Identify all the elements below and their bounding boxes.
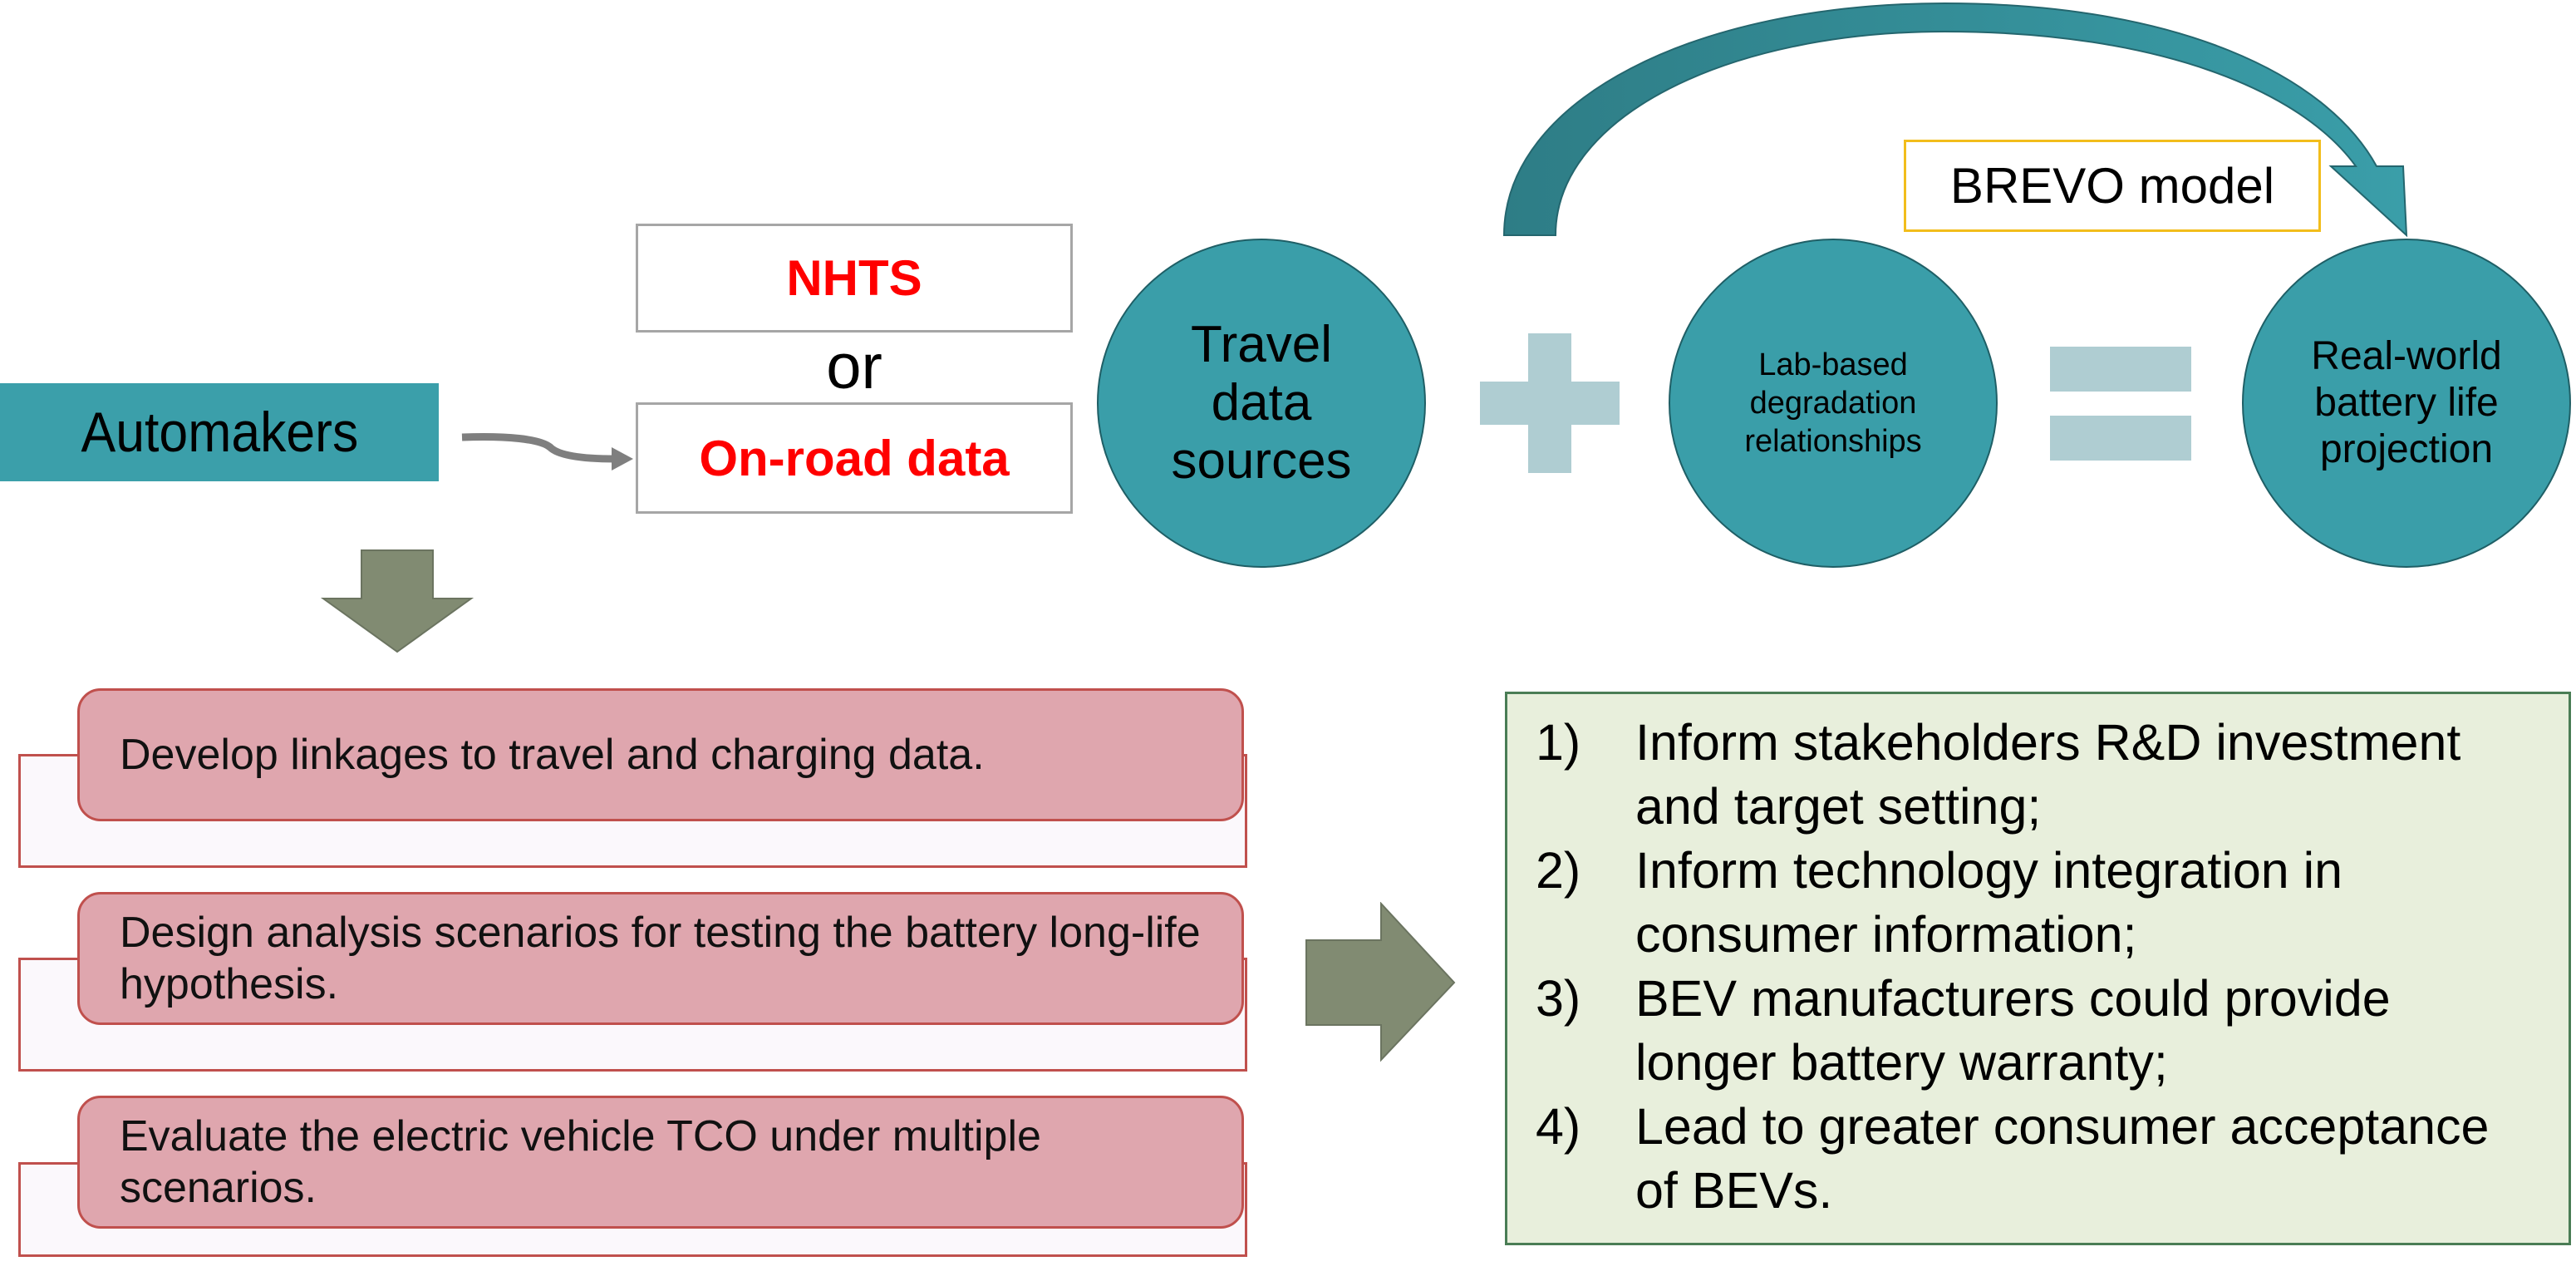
task-item: Evaluate the electric vehicle TCO under … <box>77 1096 1244 1229</box>
down-arrow-icon <box>320 549 474 653</box>
on-road-data-label: On-road data <box>699 430 1010 486</box>
nhts-box: NHTS <box>636 224 1073 333</box>
task-item: Design analysis scenarios for testing th… <box>77 892 1244 1025</box>
outcome-number: 3) <box>1536 970 1581 1027</box>
nhts-label: NHTS <box>786 250 922 306</box>
brevo-model-label-box: BREVO model <box>1904 140 2321 232</box>
outcome-item: 2) Inform technology integration in cons… <box>1536 839 2544 967</box>
outcome-item: 1) Inform stakeholders R&D investment an… <box>1536 711 2544 839</box>
brevo-arc-arrow-icon <box>1502 2 2408 238</box>
curved-arrow-icon <box>461 433 633 471</box>
right-arrow-icon <box>1305 902 1456 1062</box>
outcome-number: 2) <box>1536 842 1581 899</box>
outcome-text: Inform stakeholders R&D investment and t… <box>1635 714 2461 835</box>
on-road-data-box: On-road data <box>636 402 1073 514</box>
lab-degradation-node: Lab-based degradation relationships <box>1669 239 1998 568</box>
task-text: Evaluate the electric vehicle TCO under … <box>120 1112 1041 1212</box>
outcome-item: 3) BEV manufacturers could provide longe… <box>1536 967 2544 1095</box>
outcome-number: 4) <box>1536 1098 1581 1155</box>
outcome-text: Inform technology integration in consume… <box>1635 842 2343 963</box>
battery-life-projection-label: Real-world battery life projection <box>2311 334 2502 471</box>
travel-data-sources-node: Travel data sources <box>1097 239 1426 568</box>
outcome-number: 1) <box>1536 714 1581 771</box>
battery-life-projection-node: Real-world battery life projection <box>2242 239 2571 568</box>
task-item: Develop linkages to travel and charging … <box>77 688 1244 821</box>
lab-degradation-label: Lab-based degradation relationships <box>1744 347 1922 459</box>
automakers-label: Automakers <box>81 401 358 464</box>
task-text: Design analysis scenarios for testing th… <box>120 909 1201 1008</box>
or-connector: or <box>826 332 882 402</box>
plus-icon <box>1480 333 1620 473</box>
outcomes-box: 1) Inform stakeholders R&D investment an… <box>1505 692 2571 1245</box>
outcome-text: BEV manufacturers could provide longer b… <box>1635 970 2391 1091</box>
outcome-item: 4) Lead to greater consumer acceptance o… <box>1536 1095 2544 1223</box>
outcome-text: Lead to greater consumer acceptance of B… <box>1635 1098 2490 1219</box>
equals-icon <box>2050 347 2191 461</box>
task-text: Develop linkages to travel and charging … <box>120 731 985 779</box>
travel-data-sources-label: Travel data sources <box>1171 316 1352 490</box>
brevo-model-label: BREVO model <box>1949 158 2275 214</box>
automakers-node: Automakers <box>0 383 439 481</box>
